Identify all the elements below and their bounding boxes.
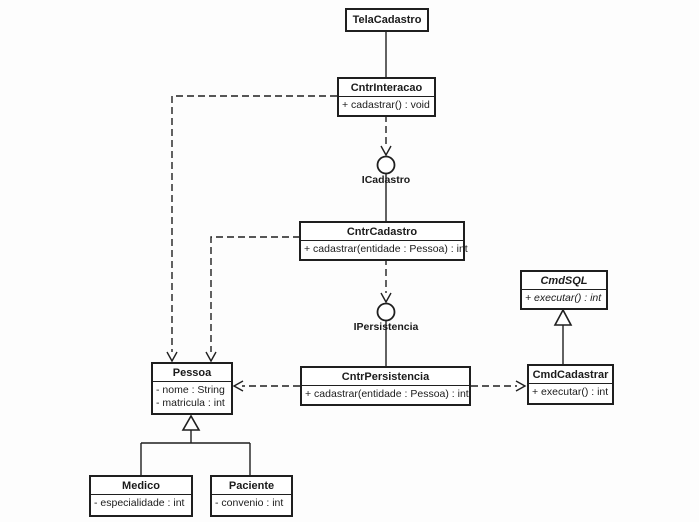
members-compartment: + executar() : int [529,383,612,402]
members-compartment: - convenio : int [212,494,291,513]
edge-cntrinteracao-pessoa [171,95,337,352]
edge-pessoa-subclasses [140,430,251,475]
class-name: CntrCadastro [346,226,418,238]
members-compartment: - especialidade : int [91,494,191,513]
class-paciente: Paciente - convenio : int [210,475,293,517]
members-compartment: + executar() : int [522,289,606,308]
class-pessoa: Pessoa - nome : String - matricula : int [151,362,233,415]
arrowhead-left-pessoa [232,380,244,392]
attribute: - matricula : int [156,397,225,409]
attribute: - especialidade : int [94,497,185,509]
edge-cntrcadastro-pessoa [210,236,300,352]
method: + cadastrar(entidade : Pessoa) : int [305,388,469,400]
method: + cadastrar() : void [342,99,430,111]
class-cmdsql-abstract: CmdSQL + executar() : int [520,270,608,310]
method: + executar() : int [525,292,602,304]
interface-circle-ipersistencia [376,302,396,322]
class-medico: Medico - especialidade : int [89,475,193,517]
interface-label-ipersistencia: IPersistencia [353,321,419,333]
interface-circle-icadastro [376,155,396,175]
members-compartment: + cadastrar(entidade : Pessoa) : int [301,240,468,259]
class-name: CntrInteracao [350,82,423,94]
members-compartment: + cadastrar() : void [339,96,434,115]
class-name: TelaCadastro [352,14,422,26]
arrowhead-down-pessoa-mid [205,351,217,363]
attribute: - nome : String [156,384,225,396]
class-name: CmdCadastrar [532,369,609,381]
arrowhead-down-icadastro [380,145,392,157]
class-name: Medico [122,480,160,492]
method: + executar() : int [532,386,609,398]
class-telacadastro: TelaCadastro [345,8,429,32]
method: + cadastrar(entidade : Pessoa) : int [304,243,468,255]
arrowhead-right-cmdcadastrar [515,380,527,392]
class-name: CntrPersistencia [341,371,430,383]
members-compartment: - nome : String - matricula : int [153,381,231,413]
class-cmdcadastrar: CmdCadastrar + executar() : int [527,364,614,405]
class-cntrinteracao: CntrInteracao + cadastrar() : void [337,77,436,117]
interface-label-icadastro: ICadastro [361,174,411,186]
generalization-triangle-cmdsql [553,308,573,326]
members-compartment: + cadastrar(entidade : Pessoa) : int [302,385,469,404]
class-cntrpersistencia: CntrPersistencia + cadastrar(entidade : … [300,366,471,406]
class-cntrcadastro: CntrCadastro + cadastrar(entidade : Pess… [299,221,468,261]
attribute: - convenio : int [215,497,284,509]
class-name: Pessoa [172,367,212,379]
arrowhead-down-ipersistencia [380,292,392,304]
generalization-triangle-pessoa [181,414,201,431]
class-name: Paciente [228,480,275,492]
arrowhead-down-pessoa-left [166,351,178,363]
class-name: CmdSQL [540,275,588,287]
